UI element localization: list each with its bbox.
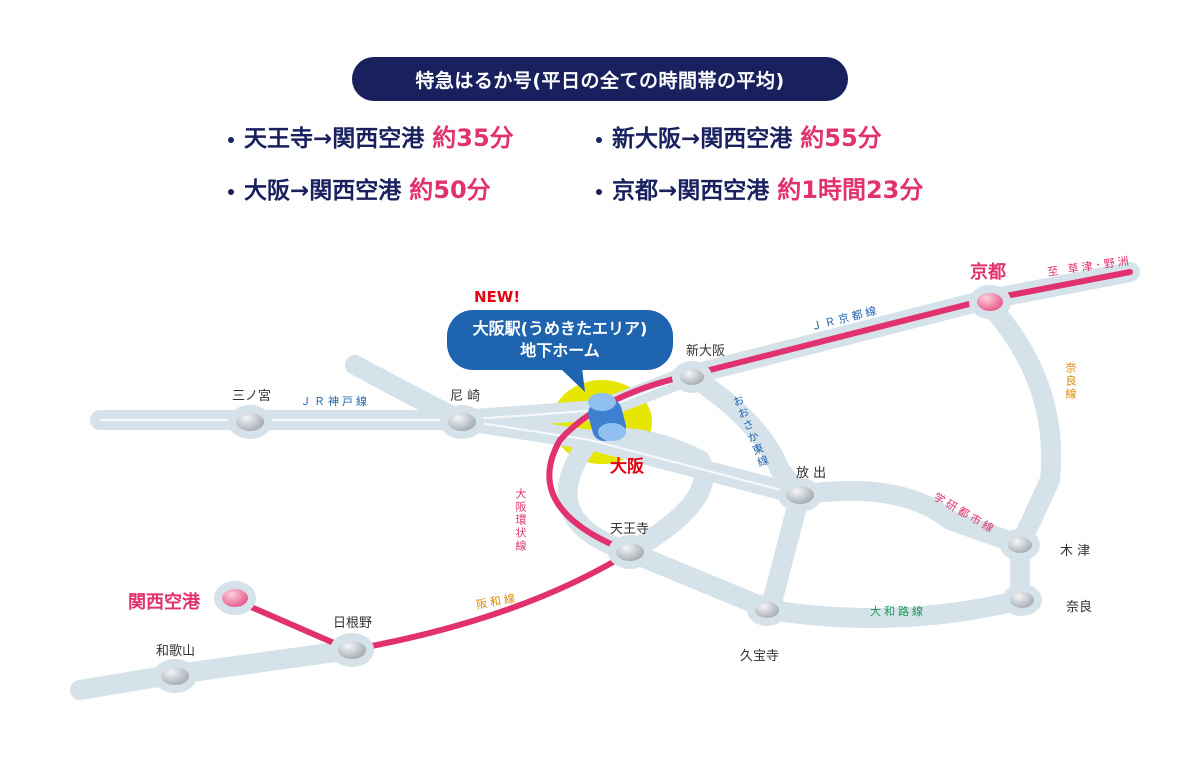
station-amagasaki: 尼 崎 <box>450 389 481 404</box>
callout-bubble: 大阪駅(うめきたエリア) 地下ホーム <box>447 310 673 370</box>
station-osaka: 大阪 <box>610 457 644 477</box>
station-wakayama: 和歌山 <box>156 644 196 659</box>
station-hineno: 日根野 <box>333 616 373 631</box>
new-badge: NEW! <box>474 288 521 306</box>
time-kyoto: 京都→関西空港約1時間23分 <box>596 170 923 205</box>
bullet-icon <box>596 188 602 195</box>
time-osaka: 大阪→関西空港約50分 <box>228 170 491 205</box>
station-nara: 奈良 <box>1066 600 1093 615</box>
station-hanaten: 放 出 <box>796 466 827 481</box>
bullet-icon <box>228 136 234 143</box>
station-kix: 関西空港 <box>128 592 200 613</box>
station-kyoto: 京都 <box>970 262 1006 283</box>
osaka-platform-icon <box>588 393 626 442</box>
station-tennoji: 天王寺 <box>610 522 650 537</box>
label-loop: 大阪環状線 <box>514 488 527 553</box>
station-kyuhoji: 久宝寺 <box>740 649 780 664</box>
station-shin-osaka: 新大阪 <box>686 344 726 359</box>
header-title: 特急はるか号(平日の全ての時間帯の平均) <box>352 57 848 101</box>
station-sannomiya: 三ノ宮 <box>232 389 272 404</box>
bullet-icon <box>596 136 602 143</box>
label-nara-line: 奈良線 <box>1064 362 1077 401</box>
haruka-route <box>232 269 1133 654</box>
time-shin-osaka: 新大阪→関西空港約55分 <box>596 118 882 153</box>
stations <box>153 285 1042 693</box>
time-tennoji: 天王寺→関西空港約35分 <box>228 118 514 153</box>
bullet-icon <box>228 188 234 195</box>
station-kizu: 木 津 <box>1060 544 1091 559</box>
label-jr-kobe: ＪＲ神戸線 <box>300 395 370 408</box>
label-yamatoji: 大和路線 <box>870 605 926 618</box>
